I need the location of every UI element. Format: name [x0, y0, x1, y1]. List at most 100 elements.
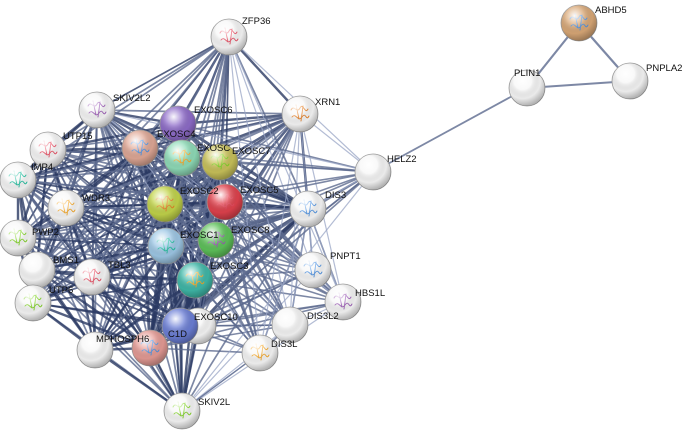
node-label-mphosph6: MPHOSPH6 — [96, 334, 149, 345]
protein-node-exosc8[interactable] — [197, 221, 235, 259]
protein-node-skiv2l2[interactable] — [78, 91, 116, 129]
interaction-edge-hbs1l-exosc8 — [215, 239, 344, 303]
node-label-skiv2l2: SKIV2L2 — [113, 93, 151, 104]
interaction-edge-dis3l-exosc4 — [139, 147, 261, 354]
interaction-edge-dis3l-exosc5 — [224, 201, 261, 354]
node-label-pnpt1: PNPT1 — [330, 251, 361, 262]
node-shine — [612, 63, 648, 99]
protein-node-dis3[interactable] — [289, 190, 327, 228]
interaction-edge-exosc3-extra1 — [94, 279, 196, 351]
interaction-edge-dis3l-zfp36 — [228, 36, 261, 354]
node-label-abhd5: ABHD5 — [595, 5, 627, 16]
node-label-c1d: C1D — [168, 329, 187, 340]
interaction-edge-helz2-skiv2l — [181, 171, 374, 412]
protein-node-exosc1[interactable] — [147, 227, 185, 265]
node-label-xrn1: XRN1 — [315, 97, 340, 108]
node-label-hbs1l: HBS1L — [355, 288, 385, 299]
protein-node-pnpla2[interactable] — [611, 62, 649, 100]
protein-node-dis3l2[interactable] — [271, 306, 309, 344]
node-shine — [19, 252, 55, 288]
node-shine — [198, 222, 234, 258]
interaction-edge-exosc8-utp6 — [32, 239, 217, 304]
protein-node-exosc4[interactable] — [121, 129, 159, 167]
protein-node-exosc7[interactable] — [201, 143, 239, 181]
node-label-utp15: UTP15 — [63, 131, 93, 142]
interaction-edge-exosc6-xrn1 — [177, 112, 301, 126]
node-label-zfp36: ZFP36 — [242, 16, 271, 27]
node-label-plin1: PLIN1 — [514, 68, 540, 79]
protein-node-plin1[interactable] — [508, 69, 546, 107]
node-label-dis3: DIS3 — [325, 190, 346, 201]
node-shine — [242, 335, 278, 371]
protein-node-exosc9[interactable] — [163, 139, 201, 177]
node-shine — [207, 184, 243, 220]
node-label-exosc9: EXOSC — [197, 143, 230, 154]
protein-node-pnpt1[interactable] — [294, 251, 332, 289]
interaction-edge-wdr3-zfp36 — [65, 36, 230, 209]
interaction-edge-helz2-plin1 — [372, 87, 528, 173]
protein-node-bms1[interactable] — [18, 251, 56, 289]
protein-node-utp6[interactable] — [14, 284, 52, 322]
node-shine — [272, 307, 308, 343]
interaction-edge-mphosph6-zfp36 — [149, 36, 230, 349]
interaction-edge-hbs1l-exosc1 — [165, 245, 344, 303]
node-shine — [148, 228, 184, 264]
protein-node-c1d[interactable] — [161, 307, 199, 345]
protein-node-exosc6[interactable] — [159, 105, 197, 143]
interaction-edge-utp15-zfp36 — [47, 36, 230, 151]
interaction-edge-dis3-zfp36 — [228, 36, 309, 210]
interaction-edge-exosc9-imp4 — [17, 157, 183, 181]
protein-node-hbs1l[interactable] — [324, 283, 362, 321]
interaction-edge-exosc2-zfp36 — [164, 36, 230, 205]
protein-node-dis3l[interactable] — [241, 334, 279, 372]
protein-node-exosc5[interactable] — [206, 183, 244, 221]
node-label-tbl3: TBL3 — [108, 260, 131, 271]
node-shine — [0, 162, 36, 198]
node-label-exosc5: EXOSC5 — [240, 185, 279, 196]
node-label-wdr3: WDR3 — [82, 193, 110, 204]
node-shine — [282, 96, 318, 132]
node-label-helz2: HELZ2 — [387, 154, 417, 165]
protein-node-imp4[interactable] — [0, 161, 37, 199]
interaction-edge-helz2-exosc2 — [164, 171, 374, 205]
protein-node-pwp2[interactable] — [0, 219, 37, 257]
protein-node-exosc3[interactable] — [176, 261, 214, 299]
protein-node-extra1[interactable] — [76, 331, 114, 369]
node-shine — [164, 393, 200, 429]
node-shine — [561, 5, 597, 41]
interaction-edge-dis3l2-zfp36 — [228, 36, 291, 326]
interaction-edge-skiv2l2-xrn1 — [96, 109, 301, 115]
node-label-pnpla2: PNPLA2 — [646, 63, 682, 74]
interaction-edge-tbl3-xrn1 — [91, 113, 301, 278]
protein-node-tbl3[interactable] — [73, 258, 111, 296]
interaction-edge-helz2-exosc6 — [177, 123, 374, 173]
node-label-exosc8: EXOSC8 — [231, 225, 270, 236]
node-label-utp6: UTP6 — [49, 285, 73, 296]
protein-node-abhd5[interactable] — [560, 4, 598, 42]
interaction-edge-helz2-exosc7 — [219, 161, 374, 173]
interaction-edge-exosc2-pwp2 — [17, 203, 166, 239]
node-shine — [15, 285, 51, 321]
node-label-exosc4: EXOSC4 — [157, 129, 196, 140]
interaction-edge-dis3l2-mphosph6 — [149, 324, 291, 349]
protein-node-utp15[interactable] — [29, 131, 67, 169]
node-shine — [132, 330, 168, 366]
protein-node-mphosph6[interactable] — [131, 329, 169, 367]
protein-node-skiv2l[interactable] — [163, 392, 201, 430]
protein-node-xrn1[interactable] — [281, 95, 319, 133]
node-label-dis3l: DIS3L — [271, 339, 297, 350]
node-label-bms1: BMS1 — [53, 255, 79, 266]
protein-node-exosc2[interactable] — [146, 185, 184, 223]
node-label-dis3l2: DIS3L2 — [307, 311, 339, 322]
node-shine — [162, 308, 198, 344]
protein-node-helz2[interactable] — [354, 153, 392, 191]
interaction-edge-helz2-exosc10 — [197, 171, 374, 327]
node-shine — [290, 191, 326, 227]
protein-node-wdr3[interactable] — [47, 189, 85, 227]
node-label-exosc10: EXOSC10 — [194, 312, 238, 323]
protein-node-zfp36[interactable] — [210, 18, 248, 56]
node-shine — [177, 262, 213, 298]
node-layer — [0, 4, 649, 430]
